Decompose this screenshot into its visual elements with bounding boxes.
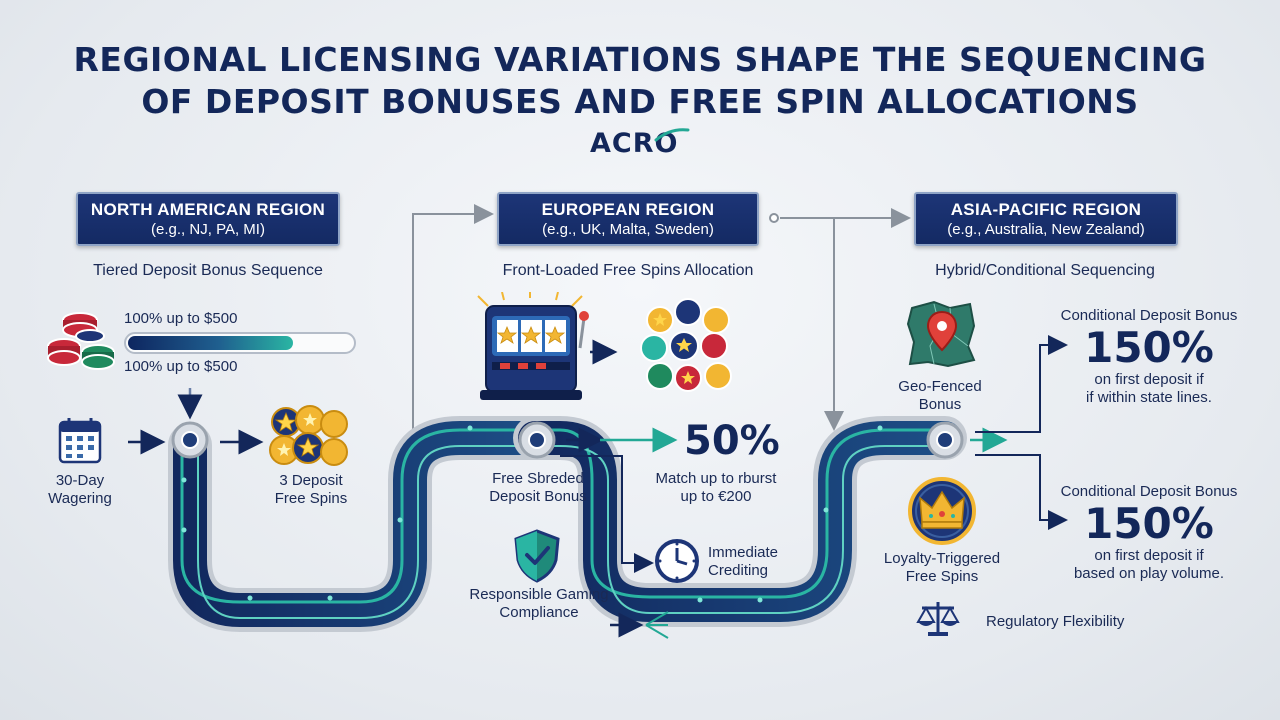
slot-machine-icon [477, 292, 589, 400]
wagering-label: 30-Day Wagering [48, 472, 112, 507]
strategy-europe: Front-Loaded Free Spins Allocation [502, 262, 754, 279]
free-spins-label: 3 Deposit Free Spins [274, 472, 348, 507]
region-name: NORTH AMERICAN REGION [90, 200, 326, 219]
compliance-label: Responsible Gaming Compliance [469, 586, 609, 621]
conditional-label: Conditional Deposit Bonus [1060, 483, 1238, 500]
brand-swoosh-icon [654, 128, 690, 142]
conditional-bonus-top: Conditional Deposit Bonus 150% on first … [1046, 307, 1252, 407]
clock-icon [655, 539, 699, 583]
strategy-asia-pacific: Hybrid/Conditional Sequencing [935, 262, 1155, 279]
region-name: EUROPEAN REGION [541, 200, 715, 219]
track-glow-dots [181, 425, 883, 603]
region-box-asia-pacific: ASIA-PACIFIC REGION (e.g., Australia, Ne… [914, 192, 1178, 246]
crown-icon [908, 477, 976, 545]
region-connectors [412, 204, 911, 450]
title-line-1: REGIONAL LICENSING VARIATIONS SHAPE THE … [73, 40, 1207, 79]
regulatory-label: Regulatory Flexibility [986, 613, 1125, 630]
eu-match-label: Match up to rburst up to €200 [655, 470, 777, 505]
shield-check-icon [514, 529, 560, 583]
pipeline-track [168, 416, 967, 632]
star-coins-icon [269, 405, 348, 466]
tier-progress-bar [124, 332, 356, 354]
connector-node [769, 213, 779, 223]
tier-label-bottom: 100% up to $500 [124, 358, 238, 375]
hub-node-na [171, 421, 209, 459]
region-examples: (e.g., NJ, PA, MI) [151, 221, 265, 238]
eu-bonus-percent: 50% [684, 418, 780, 464]
conditional-bonus-bottom: Conditional Deposit Bonus 150% on first … [1046, 483, 1252, 583]
tier-label-top: 100% up to $500 [124, 310, 238, 327]
scales-icon [916, 602, 960, 636]
calendar-icon [58, 418, 102, 464]
strategy-north-america: Tiered Deposit Bonus Sequence [93, 262, 323, 279]
loyalty-label: Loyalty-Triggered Free Spins [883, 550, 1001, 585]
region-examples: (e.g., Australia, New Zealand) [947, 221, 1145, 238]
hub-node-eu [518, 421, 556, 459]
region-box-north-america: NORTH AMERICAN REGION (e.g., NJ, PA, MI) [76, 192, 340, 246]
geo-fenced-label: Geo-Fenced Bonus [898, 378, 982, 413]
title-line-2: OF DEPOSIT BONUSES AND FREE SPIN ALLOCAT… [141, 82, 1139, 121]
apac-arrows [970, 335, 1068, 530]
star-chips-icon [640, 298, 732, 392]
eu-bonus-label: Free Sbreded Deposit Bonus [489, 470, 587, 505]
crediting-label: Immediate Crediting [708, 544, 779, 579]
hub-node-apac [926, 421, 964, 459]
conditional-label: Conditional Deposit Bonus [1060, 307, 1238, 324]
casino-chips-icon [47, 312, 115, 370]
map-pin-icon [906, 300, 976, 368]
tier-progress-fill [128, 336, 293, 350]
brand-logo: ACRO [590, 128, 679, 159]
conditional-percent: 150% [1084, 323, 1214, 372]
eu-arrows [560, 339, 678, 639]
na-arrows [128, 388, 264, 455]
region-examples: (e.g., UK, Malta, Sweden) [542, 221, 714, 238]
conditional-percent: 150% [1084, 499, 1214, 548]
region-box-europe: EUROPEAN REGION (e.g., UK, Malta, Sweden… [497, 192, 759, 246]
region-name: ASIA-PACIFIC REGION [950, 200, 1142, 219]
